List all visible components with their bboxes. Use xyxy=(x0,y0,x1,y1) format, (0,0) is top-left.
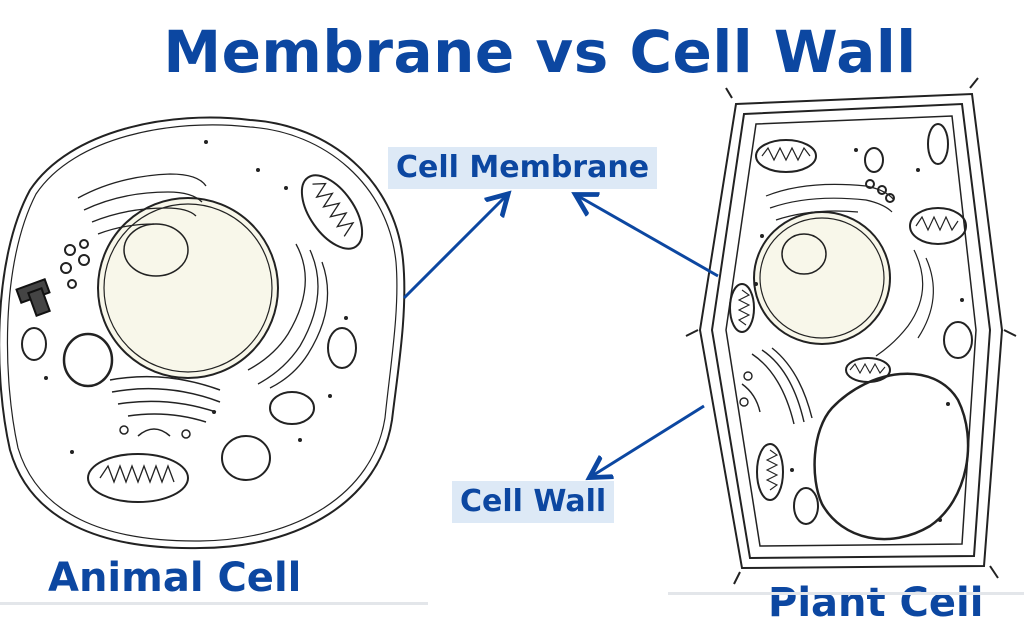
animal-nucleolus xyxy=(123,223,189,277)
plant-chloroplast-3 xyxy=(729,283,755,333)
animal-vacuole xyxy=(62,332,114,388)
arrow-plant-membrane xyxy=(578,196,719,278)
plant-nucleolus xyxy=(781,233,827,275)
animal-cell-label: Animal Cell xyxy=(48,555,302,601)
animal-nucleus xyxy=(97,197,279,379)
plant-central-vacuole xyxy=(813,372,970,541)
animal-cell-membrane xyxy=(0,116,406,550)
plant-chloroplast-4 xyxy=(756,443,784,501)
animal-er-right xyxy=(247,243,329,389)
animal-cell-underline xyxy=(0,602,428,605)
plant-er xyxy=(765,183,934,357)
arrow-plant-wall xyxy=(592,404,705,476)
plant-cell xyxy=(685,77,1017,585)
plant-nucleus xyxy=(753,211,891,345)
cell-wall-label: Cell Wall xyxy=(452,481,615,523)
cell-membrane-label: Cell Membrane xyxy=(388,147,658,189)
plant-cell-label: Plant Cell xyxy=(768,580,984,626)
animal-golgi xyxy=(109,375,221,439)
plant-mitochondrion-1 xyxy=(845,357,891,383)
page-title: Membrane vs Cell Wall xyxy=(163,18,917,86)
animal-mitochondrion-1 xyxy=(87,453,189,503)
animal-er-upper xyxy=(77,173,207,235)
arrow-animal-membrane xyxy=(402,196,506,300)
plant-cell-wall xyxy=(698,92,1004,570)
animal-cell xyxy=(0,116,406,550)
pointer-arrows xyxy=(402,196,719,476)
plant-chloroplast-2 xyxy=(909,207,967,245)
plant-chloroplast-1 xyxy=(755,139,817,173)
animal-centriole xyxy=(15,278,51,317)
plant-cell-membrane xyxy=(725,115,977,547)
plant-mitochondrion-2 xyxy=(927,123,949,165)
plant-golgi xyxy=(739,347,813,425)
animal-mitochondrion-2 xyxy=(300,174,364,250)
plant-cell-underline xyxy=(668,592,1024,595)
